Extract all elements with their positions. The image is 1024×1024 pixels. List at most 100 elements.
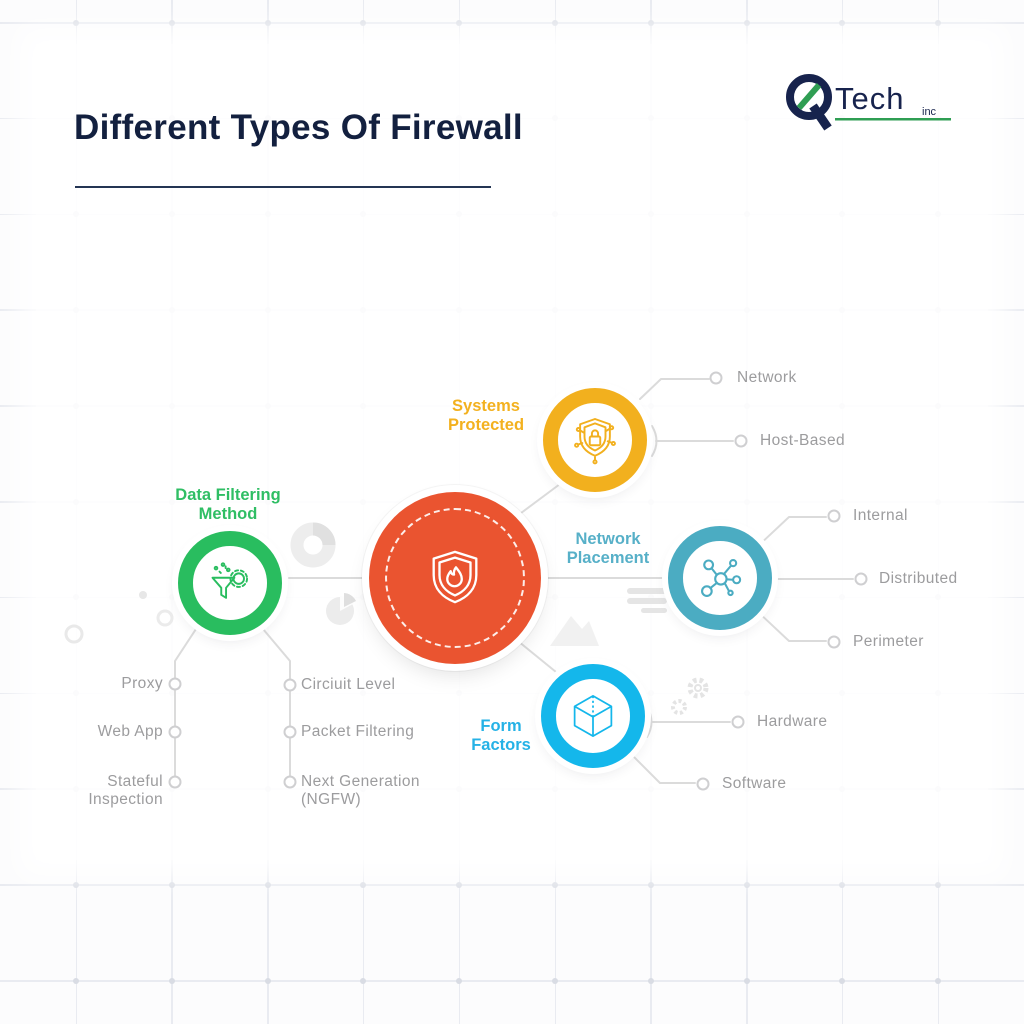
small-dot-decoration (139, 591, 147, 599)
software-line (631, 754, 696, 784)
distributed-bullet (854, 572, 868, 586)
grid-dot (935, 19, 942, 26)
grid-dot (743, 881, 750, 888)
grid-dot (935, 977, 942, 984)
network-line (639, 378, 710, 400)
pie-wedge-decoration (344, 593, 356, 607)
circuit-bullet (283, 678, 297, 692)
grid-dot (264, 977, 271, 984)
small-circle-decoration (64, 624, 84, 644)
network-placement-node (668, 526, 772, 630)
grid-dot (743, 977, 750, 984)
grid-dot (168, 977, 175, 984)
filtering-right-branch-line (262, 628, 291, 783)
funnel-gear-icon (211, 562, 249, 599)
leaf-internal: Internal (853, 507, 908, 524)
systems-protected-label: Systems Protected (447, 397, 525, 434)
infographic-card (36, 44, 988, 860)
host-based-bullet (734, 434, 748, 448)
grid-dot (552, 977, 558, 984)
grid-dot (647, 881, 654, 888)
leaf-web-app: Web App (97, 723, 163, 740)
hardware-bullet (731, 715, 745, 729)
systems-protected-node (543, 388, 647, 492)
grid-dot (264, 881, 271, 888)
network-bullet (709, 371, 723, 385)
small-ring-decoration (156, 609, 174, 627)
grid-dot (839, 881, 846, 888)
grid-dot (73, 977, 79, 984)
cube-icon (573, 695, 613, 737)
grid-dot (552, 19, 558, 26)
center-to-systems-line (512, 483, 561, 520)
grid-dot (647, 977, 654, 984)
grid-dot (73, 881, 79, 888)
software-bullet (696, 777, 710, 791)
network-placement-label: Network Placement (566, 530, 650, 567)
page-title: Different Types Of Firewall (74, 108, 523, 147)
grid-dot (743, 19, 750, 26)
grid-dot (839, 977, 846, 984)
donut-segment-decoration (312, 522, 336, 546)
leaf-circuit-level: Circiuit Level (301, 676, 396, 693)
leaf-hardware: Hardware (757, 713, 828, 730)
internal-bullet (827, 509, 841, 523)
grid-dot (839, 19, 846, 26)
proxy-bullet (168, 677, 182, 691)
web-app-bullet (168, 725, 182, 739)
connector-lines (174, 378, 854, 784)
grid-dot (168, 19, 175, 26)
menu-bar-3 (641, 608, 667, 613)
host-based-tick (651, 425, 658, 457)
leaf-packet-filtering: Packet Filtering (301, 723, 415, 740)
grid-dot (360, 881, 367, 888)
stateful-bullet (168, 775, 182, 789)
grid-dot (647, 19, 654, 26)
menu-bar-2 (627, 598, 667, 604)
grid-dot (552, 881, 558, 888)
perimeter-bullet (827, 635, 841, 649)
leaf-distributed: Distributed (879, 570, 958, 587)
center-dashed-ring (385, 508, 525, 648)
grid-dot (264, 19, 271, 26)
filtering-left-branch-line (174, 628, 197, 783)
leaf-software: Software (722, 775, 787, 792)
hardware-tick (646, 706, 653, 738)
logo-suffix-text: inc (922, 106, 937, 118)
menu-bars-decoration (627, 588, 667, 594)
data-filtering-node (178, 531, 282, 635)
qtech-logo: Tech inc (786, 74, 951, 131)
grid-dot (360, 977, 367, 984)
grid-dot (360, 19, 367, 26)
grid-dot (456, 19, 463, 26)
logo-underline (835, 118, 951, 121)
form-factors-label: Form Factors (471, 717, 531, 754)
grid-line-horizontal (0, 884, 1024, 886)
leaf-proxy: Proxy (121, 675, 163, 692)
firewall-center-node (369, 492, 541, 664)
logo-brand-text: Tech (835, 81, 904, 116)
gears-decoration (671, 677, 709, 715)
grid-dot (456, 881, 463, 888)
next-gen-bullet (283, 775, 297, 789)
shield-lock-icon (574, 418, 616, 465)
grid-dot (168, 881, 175, 888)
grid-line-horizontal (0, 22, 1024, 24)
center-to-form-line (512, 636, 557, 673)
leaf-perimeter: Perimeter (853, 633, 924, 650)
perimeter-line (756, 610, 827, 642)
logo-q-mark (786, 74, 832, 131)
data-filtering-label: Data Filtering Method (175, 486, 281, 523)
title-underline (75, 186, 491, 188)
grid-dot (456, 977, 463, 984)
grid-dot (73, 19, 79, 26)
internal-line (756, 516, 827, 548)
decorations (64, 522, 709, 715)
leaf-host-based: Host-Based (760, 432, 845, 449)
leaf-next-generation: Next Generation (NGFW) (301, 773, 420, 808)
leaf-stateful-inspection: Stateful Inspection (88, 773, 163, 808)
leaf-network: Network (737, 369, 797, 386)
grid-dot (935, 881, 942, 888)
grid-line-horizontal (0, 980, 1024, 982)
